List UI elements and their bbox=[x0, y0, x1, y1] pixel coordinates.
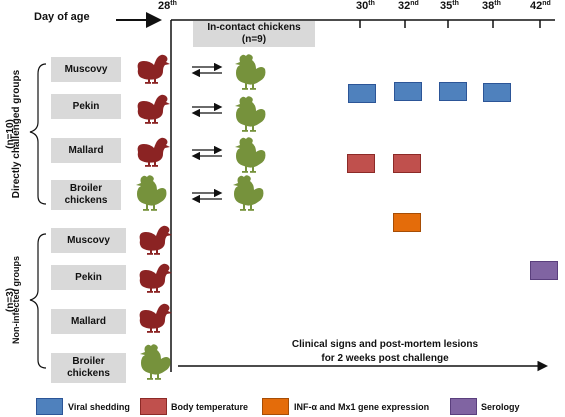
brace-noninfected bbox=[29, 233, 47, 369]
in-contact-box: In-contact chickens (n=9) bbox=[193, 21, 315, 47]
contact-arrow bbox=[191, 102, 223, 118]
duck-icon bbox=[139, 303, 172, 333]
day-of-age-label: Day of age bbox=[34, 11, 90, 23]
duck-icon bbox=[137, 94, 170, 124]
legend-swatch-viral-shedding bbox=[36, 398, 63, 415]
chicken-icon bbox=[140, 344, 171, 380]
day-label-32: 32nd bbox=[398, 0, 419, 12]
body-temperature-marker bbox=[393, 154, 421, 173]
group-box-mallard: Mallard bbox=[51, 309, 126, 334]
group-box-broiler: Broiler chickens bbox=[51, 180, 121, 210]
viral-shedding-marker bbox=[348, 84, 376, 103]
duck-icon bbox=[137, 54, 170, 84]
chicken-icon bbox=[235, 54, 266, 90]
serology-marker bbox=[530, 261, 558, 280]
chicken-icon bbox=[235, 96, 266, 132]
day-label-35: 35th bbox=[440, 0, 459, 12]
day-label-42: 42nd bbox=[530, 0, 551, 12]
gene-expression-marker bbox=[393, 213, 421, 232]
viral-shedding-marker bbox=[439, 82, 467, 101]
group-box-pekin: Pekin bbox=[51, 94, 121, 119]
legend-label: Body temperature bbox=[171, 402, 249, 412]
chicken-icon bbox=[233, 175, 264, 211]
viral-shedding-marker bbox=[394, 82, 422, 101]
contact-arrow bbox=[191, 188, 223, 204]
brace-challenged bbox=[29, 63, 47, 205]
clinical-signs-note: Clinical signs and post-mortem lesions f… bbox=[291, 339, 479, 364]
duck-icon bbox=[139, 263, 172, 293]
chicken-icon bbox=[235, 137, 266, 173]
legend-swatch-gene-expression bbox=[262, 398, 289, 415]
duck-icon bbox=[139, 225, 172, 255]
group-box-mallard: Mallard bbox=[51, 138, 121, 163]
legend-label: INF-α and Mx1 gene expression bbox=[294, 402, 430, 412]
group-box-muscovy: Muscovy bbox=[51, 57, 121, 82]
day-label-30: 30th bbox=[356, 0, 375, 12]
legend-swatch-serology bbox=[450, 398, 477, 415]
legend-label: Serology bbox=[481, 402, 520, 412]
group-box-pekin: Pekin bbox=[51, 265, 126, 290]
legend-label: Viral shedding bbox=[68, 402, 130, 412]
body-temperature-marker bbox=[347, 154, 375, 173]
duck-icon bbox=[137, 137, 170, 167]
viral-shedding-marker bbox=[483, 83, 511, 102]
group-box-broiler: Broiler chickens bbox=[51, 353, 126, 383]
legend-swatch-body-temperature bbox=[140, 398, 167, 415]
day-label-28: 28th bbox=[158, 0, 177, 12]
chicken-icon bbox=[136, 175, 167, 211]
contact-arrow bbox=[191, 145, 223, 161]
day-label-38: 38th bbox=[482, 0, 501, 12]
contact-arrow bbox=[191, 62, 223, 78]
group-box-muscovy: Muscovy bbox=[51, 228, 126, 253]
